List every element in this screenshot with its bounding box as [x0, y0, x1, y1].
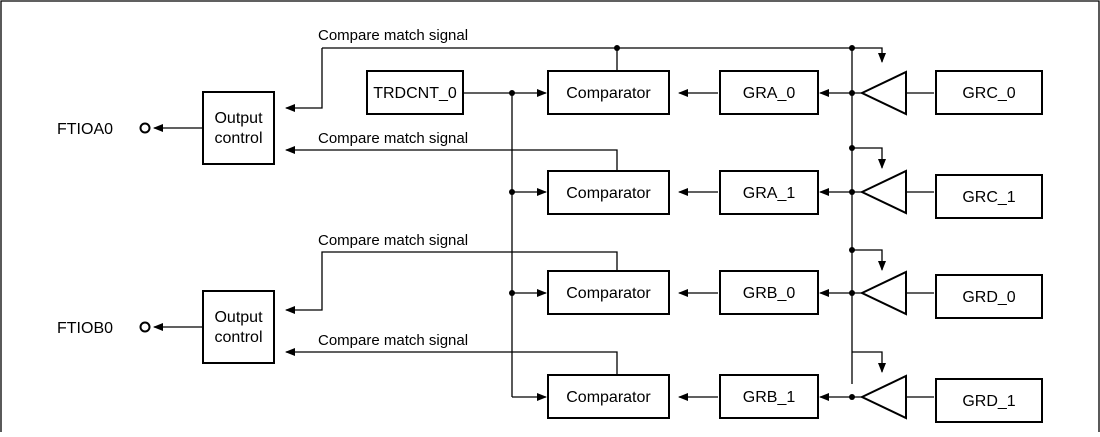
junction-dot	[849, 90, 855, 96]
block-label: GRA_0	[743, 85, 796, 102]
junction-dot	[509, 189, 515, 195]
register-gra1: GRA_1	[719, 170, 819, 215]
pin-terminal-icon	[139, 122, 151, 134]
block-label: GRB_1	[743, 389, 796, 406]
block-label: GRC_0	[962, 85, 1015, 102]
signal-to-output-b1	[285, 251, 618, 314]
pin-label: FTIOA0	[57, 121, 113, 138]
block-label: Comparator	[566, 285, 651, 302]
register-grb0: GRB_0	[719, 270, 819, 315]
junction-dot	[849, 145, 855, 151]
signal-label: Compare match signal	[318, 232, 468, 249]
junction-dot	[849, 247, 855, 253]
enable-buf3	[852, 351, 886, 373]
comparator-1: Comparator	[547, 170, 670, 215]
signal-to-output-a2	[285, 146, 618, 171]
enable-buf2	[852, 249, 886, 271]
pin-label: FTIOB0	[57, 320, 113, 337]
buffer-triangle-icon	[859, 374, 907, 420]
signal-to-output-a1	[285, 48, 323, 112]
junction-dot	[509, 90, 515, 96]
block-label: Comparator	[566, 185, 651, 202]
register-grc1: GRC_1	[935, 174, 1043, 219]
signal-label: Compare match signal	[318, 130, 468, 147]
enable-buf1	[852, 147, 886, 169]
register-grb1: GRB_1	[719, 374, 819, 419]
junction-dot	[509, 290, 515, 296]
comparator-0: Comparator	[547, 70, 670, 115]
junction-dot	[849, 189, 855, 195]
buffer-triangle-icon	[859, 169, 907, 215]
register-grd1: GRD_1	[935, 378, 1043, 423]
junction-dot	[849, 290, 855, 296]
pin-terminal-icon	[139, 321, 151, 333]
signal-label: Compare match signal	[318, 332, 468, 349]
block-label: TRDCNT_0	[373, 85, 457, 102]
block-label: GRA_1	[743, 185, 796, 202]
block-label: Comparator	[566, 85, 651, 102]
wires	[153, 45, 934, 401]
junction-dot	[614, 45, 620, 51]
trdcnt-block: TRDCNT_0	[366, 70, 464, 115]
pin-ftioa0: FTIOA0	[57, 121, 151, 138]
block-label: GRD_1	[962, 393, 1015, 410]
register-grc0: GRC_0	[935, 70, 1043, 115]
register-gra0: GRA_0	[719, 70, 819, 115]
signal-to-output-b2	[285, 348, 618, 375]
junction-dot	[849, 394, 855, 400]
block-label: GRC_1	[962, 189, 1015, 206]
block-label: Comparator	[566, 389, 651, 406]
junction-dot	[849, 45, 855, 51]
block-label: GRB_0	[743, 285, 796, 302]
block-label: GRD_0	[962, 289, 1015, 306]
buffer-triangle-icon	[859, 270, 907, 316]
pin-ftiob0: FTIOB0	[57, 320, 151, 337]
comparator-2: Comparator	[547, 270, 670, 315]
register-grd0: GRD_0	[935, 274, 1043, 319]
buffer-triangle-icon	[859, 70, 907, 116]
signal-label: Compare match signal	[318, 27, 468, 44]
signal-line-1	[322, 47, 886, 63]
comparator-3: Comparator	[547, 374, 670, 419]
